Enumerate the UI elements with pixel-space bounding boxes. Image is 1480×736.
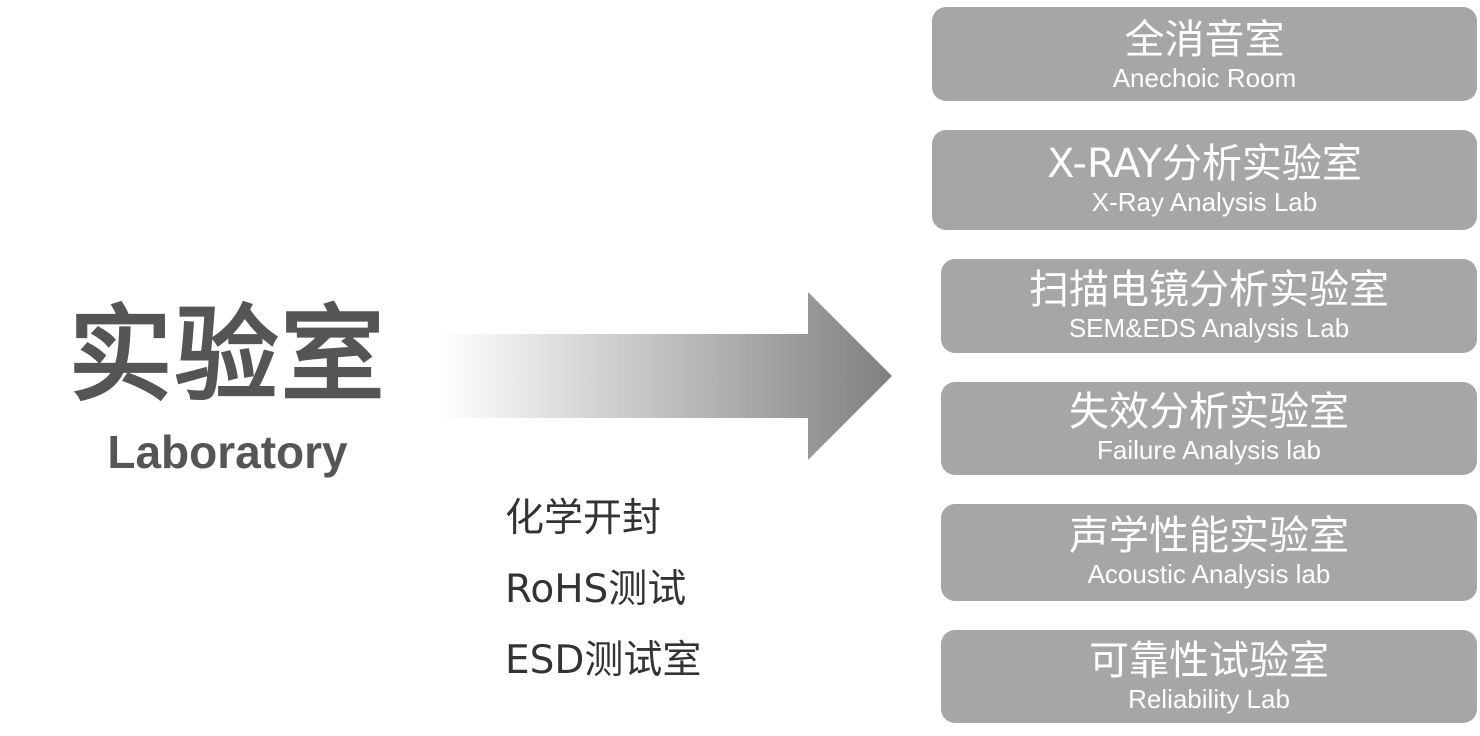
lab-box-acoustic-analysis: 声学性能实验室 Acoustic Analysis lab [941,504,1477,601]
service-item-esd-room: ESD测试室 [505,638,702,683]
lab-subtitle: Failure Analysis lab [1097,435,1321,465]
services-list: 化学开封 RoHS测试 ESD测试室 [505,494,701,707]
page-title: 实验室 [68,294,387,416]
lab-title: 失效分析实验室 [1069,389,1349,435]
lab-box-anechoic-room: 全消音室 Anechoic Room [932,7,1477,101]
service-item-chemical-decap: 化学开封 [505,496,662,541]
lab-title: X-RAY分析实验室 [1047,141,1362,187]
lab-subtitle: Acoustic Analysis lab [1087,559,1331,589]
lab-title: 全消音室 [1124,17,1285,63]
lab-box-sem-eds-analysis: 扫描电镜分析实验室 SEM&EDS Analysis Lab [941,259,1477,353]
lab-subtitle: X-Ray Analysis Lab [1091,187,1318,217]
lab-subtitle: Anechoic Room [1112,63,1297,93]
lab-title: 可靠性试验室 [1089,638,1329,684]
lab-subtitle: Reliability Lab [1128,684,1290,714]
page-subtitle: Laboratory [107,426,348,478]
lab-title: 扫描电镜分析实验室 [1029,267,1389,313]
lab-box-failure-analysis: 失效分析实验室 Failure Analysis lab [941,382,1477,475]
lab-box-xray-analysis: X-RAY分析实验室 X-Ray Analysis Lab [932,130,1477,230]
lab-box-reliability: 可靠性试验室 Reliability Lab [941,630,1477,723]
lab-title: 声学性能实验室 [1069,513,1349,559]
right-arrow-icon [440,292,892,460]
service-item-rohs-test: RoHS测试 [505,567,687,612]
lab-subtitle: SEM&EDS Analysis Lab [1068,313,1350,343]
